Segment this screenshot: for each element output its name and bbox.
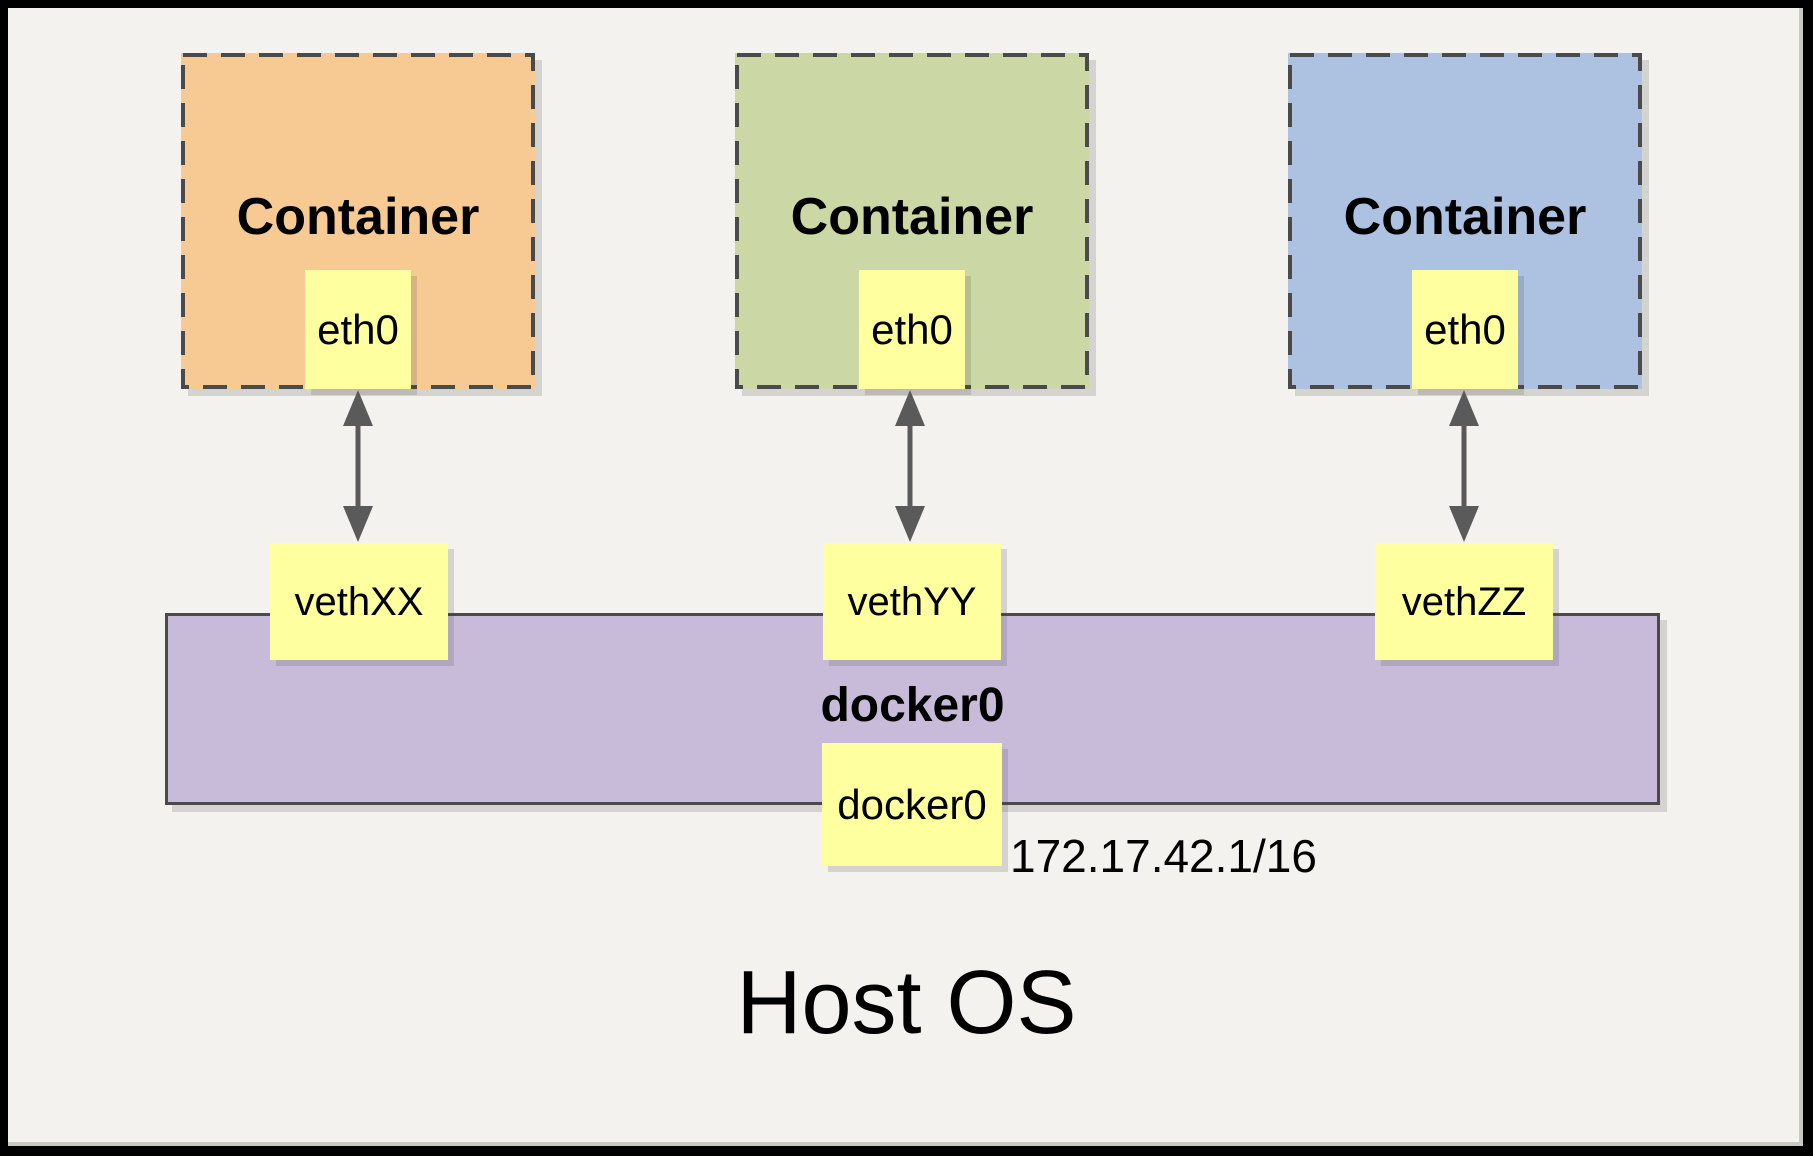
- docker0-bridge-label: docker0: [820, 679, 1005, 732]
- docker0-interface-box: docker0: [822, 743, 1002, 866]
- container-1-eth0-box: eth0: [305, 270, 411, 389]
- vethzz-label: vethZZ: [1401, 579, 1527, 624]
- container-3-eth0-box: eth0: [1412, 270, 1518, 389]
- container-box-2: Container eth0: [735, 53, 1089, 389]
- vethxx-box: vethXX: [270, 543, 448, 660]
- container-1-title: Container: [236, 188, 480, 246]
- host-os-label: Host OS: [736, 953, 1077, 1053]
- container-1-eth0-label: eth0: [317, 305, 399, 353]
- container-2-eth0-label: eth0: [871, 305, 953, 353]
- container-box-3: Container eth0: [1288, 53, 1642, 389]
- bridge-ip-label: 172.17.42.1/16: [1010, 830, 1317, 882]
- vethyy-label: vethYY: [847, 579, 977, 624]
- docker0-interface-label: docker0: [837, 780, 987, 828]
- vethzz-box: vethZZ: [1375, 543, 1553, 660]
- container-2-title: Container: [790, 188, 1034, 246]
- vethxx-label: vethXX: [294, 579, 424, 624]
- container-2-eth0-box: eth0: [859, 270, 965, 389]
- container-3-title: Container: [1343, 188, 1587, 246]
- container-3-eth0-label: eth0: [1424, 305, 1506, 353]
- container-box-1: Container eth0: [181, 53, 535, 389]
- vethyy-box: vethYY: [823, 543, 1001, 660]
